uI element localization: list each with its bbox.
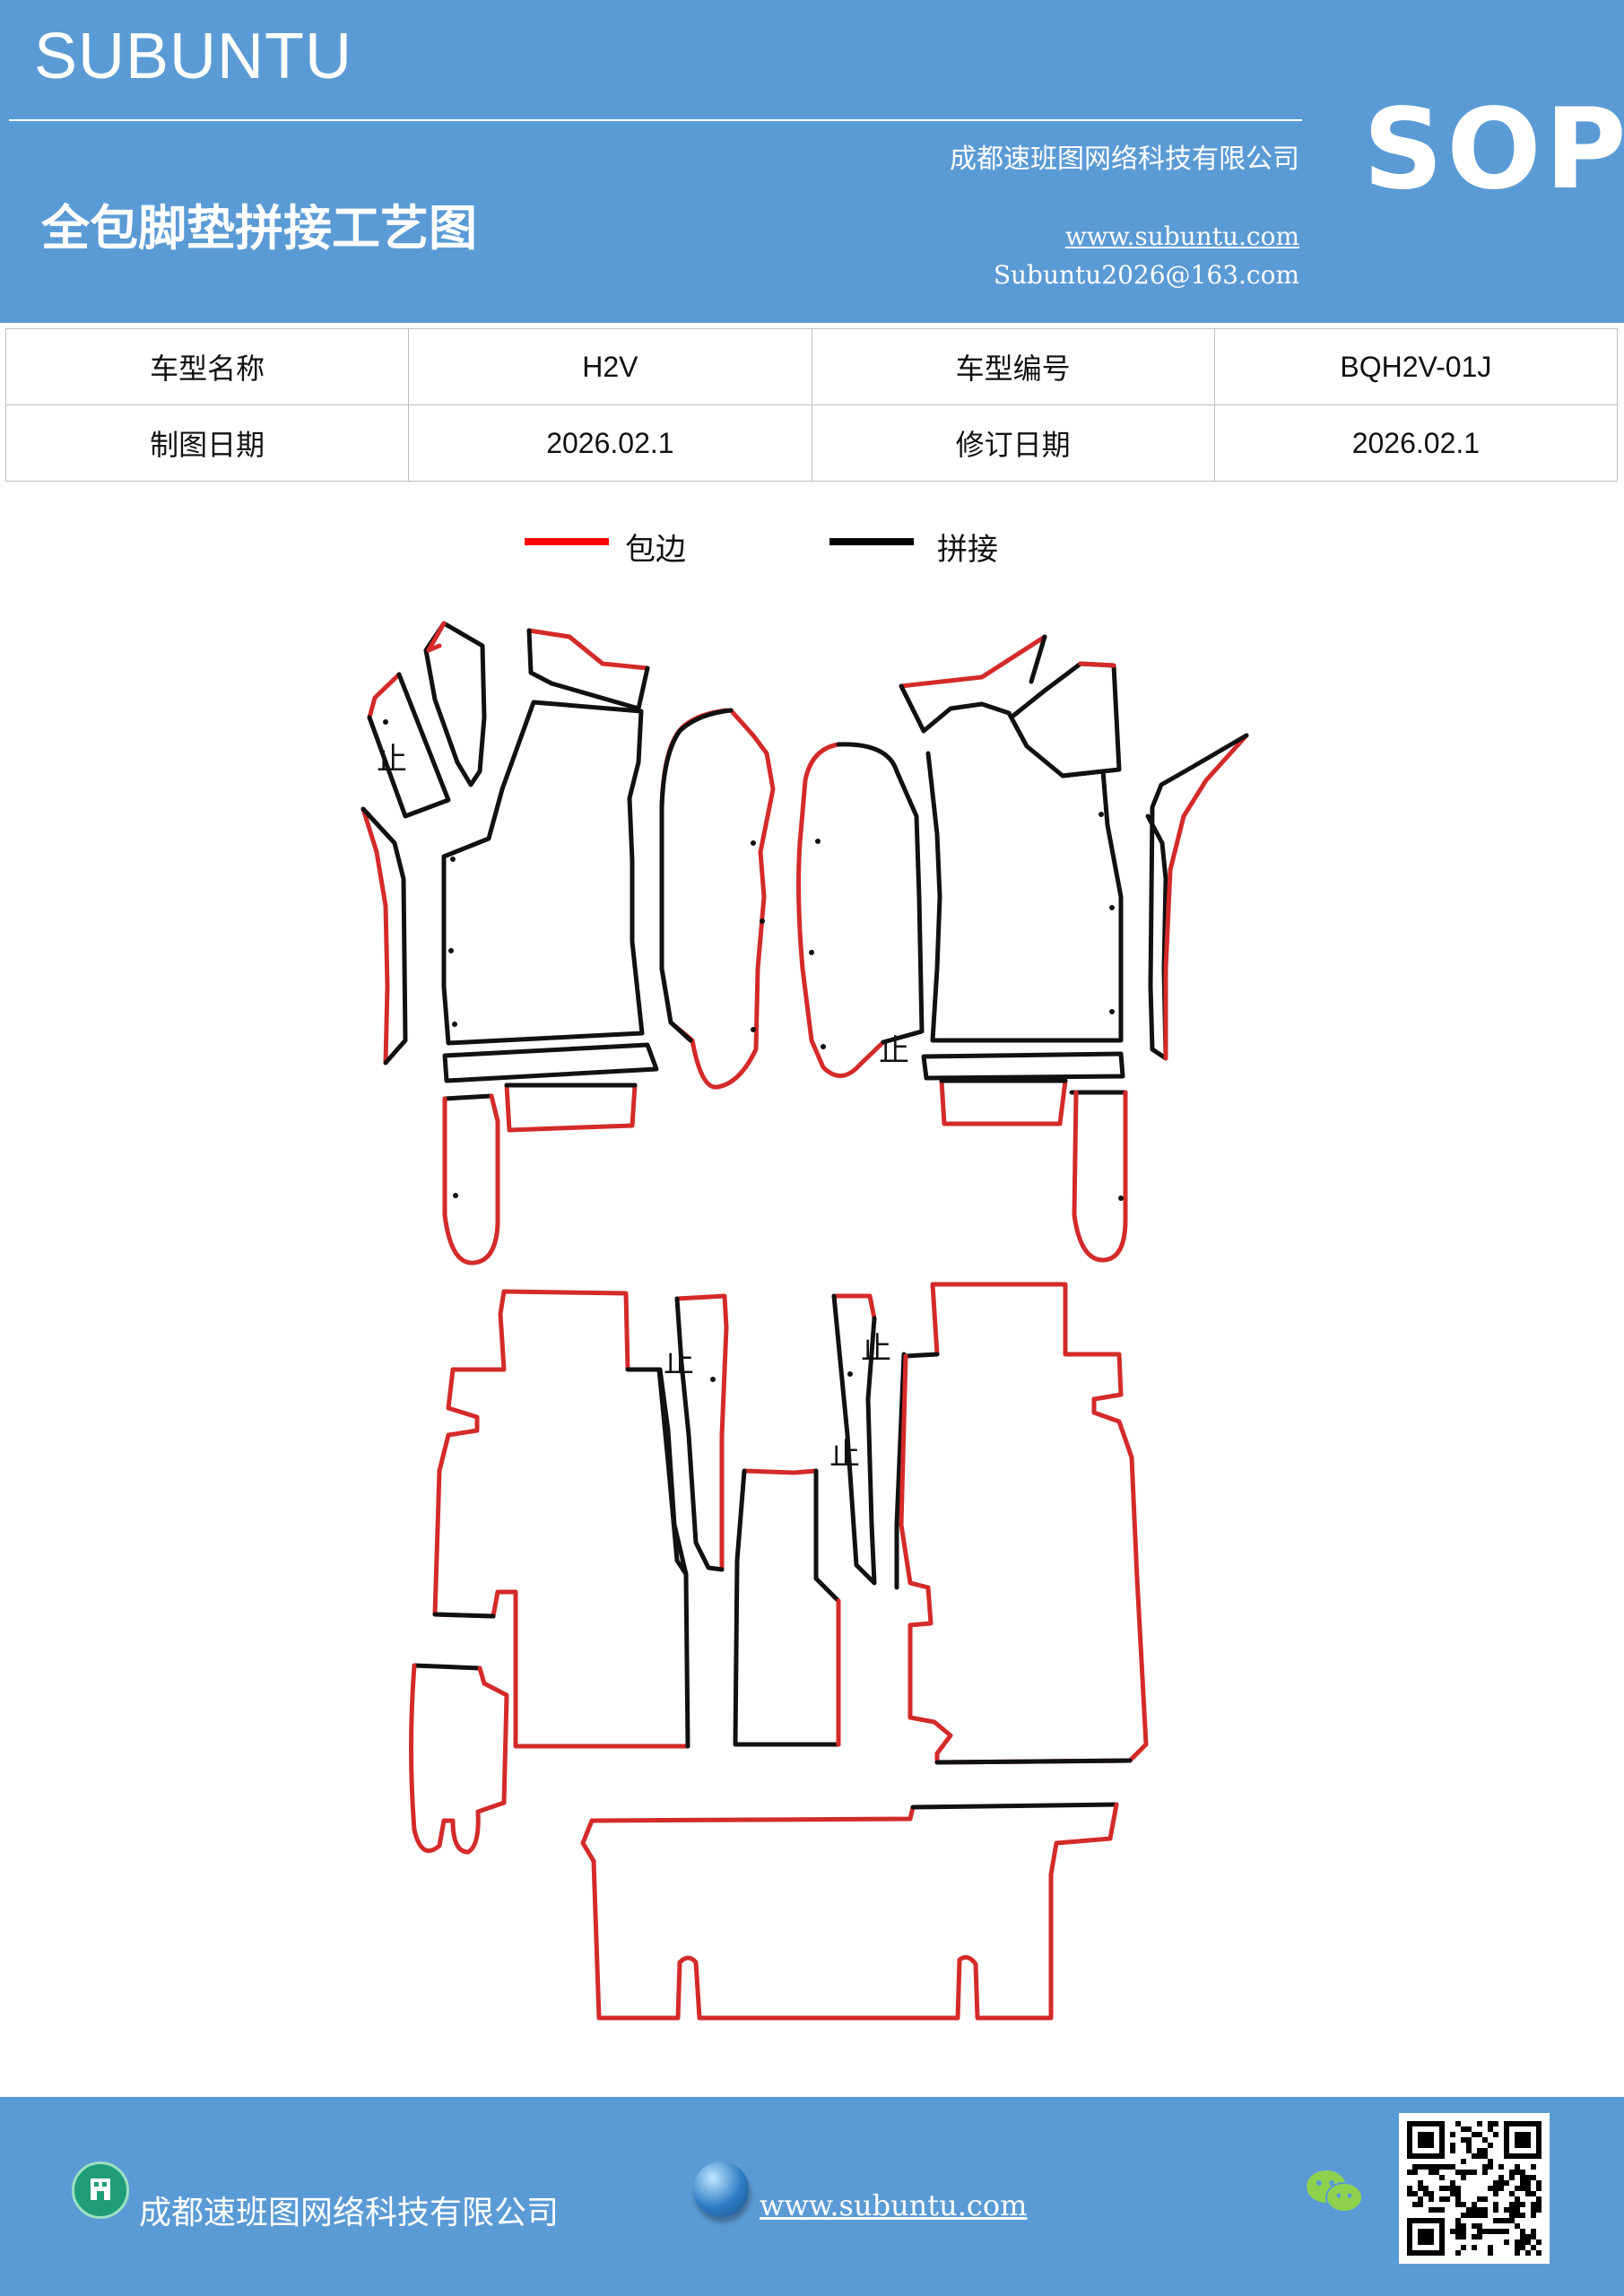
header-company: 成都速班图网络科技有限公司 (950, 144, 1299, 175)
header-banner: SUBUNTU 成都速班图网络科技有限公司 全包脚垫拼接工艺图 www.subu… (0, 0, 1624, 323)
front-left-panels: 止 (360, 621, 776, 1265)
header-website-link[interactable]: www.subuntu.com (1064, 222, 1299, 251)
value-cell: BQH2V-01J (1213, 328, 1619, 405)
front-right-panels: 止 (796, 634, 1249, 1263)
footer-website-link[interactable]: www.subuntu.com (760, 2188, 1028, 2222)
legend-swatch-red (525, 538, 609, 545)
legend-label: 拼接 (937, 532, 998, 568)
stop-mark: 止 (829, 1437, 860, 1473)
brand-name: SUBUNTU (34, 21, 353, 92)
stop-mark: 止 (377, 742, 407, 778)
legend-label: 包边 (625, 532, 686, 568)
floor-mat-drawing: 止 止 (360, 621, 1249, 2021)
rear-panels: 止 止 止 (409, 1282, 1149, 2021)
label-cell: 车型名称 (4, 328, 410, 405)
table-row: 制图日期 2026.02.1 修订日期 2026.02.1 (4, 404, 1619, 482)
vehicle-info-table: 车型名称 H2V 车型编号 BQH2V-01J 制图日期 2026.02.1 修… (4, 328, 1619, 482)
document-title: 全包脚垫拼接工艺图 (41, 199, 477, 257)
legend-swatch-black (829, 538, 914, 545)
footer-company: 成都速班图网络科技有限公司 (139, 2195, 560, 2231)
stop-mark: 止 (664, 1344, 694, 1380)
table-row: 车型名称 H2V 车型编号 BQH2V-01J (4, 328, 1619, 405)
qr-code (1399, 2113, 1550, 2264)
legend-item-seam: 拼接 (829, 525, 1027, 570)
globe-icon (693, 2161, 749, 2217)
label-cell: 修订日期 (811, 404, 1215, 482)
header-email: Subuntu2026@163.com (993, 260, 1299, 290)
header-divider (9, 119, 1302, 121)
legend-item-edging: 包边 (525, 525, 722, 570)
value-cell: H2V (408, 328, 812, 405)
stop-mark: 止 (879, 1033, 909, 1069)
wechat-icon[interactable] (1305, 2167, 1364, 2217)
label-cell: 制图日期 (4, 404, 410, 482)
sop-badge: SOP (1363, 85, 1624, 214)
label-cell: 车型编号 (811, 328, 1215, 405)
value-cell: 2026.02.1 (1213, 404, 1619, 482)
stop-mark: 止 (861, 1331, 891, 1367)
building-icon (72, 2161, 129, 2219)
value-cell: 2026.02.1 (408, 404, 812, 482)
footer-banner: 成都速班图网络科技有限公司 www.subuntu.com (0, 2097, 1624, 2296)
